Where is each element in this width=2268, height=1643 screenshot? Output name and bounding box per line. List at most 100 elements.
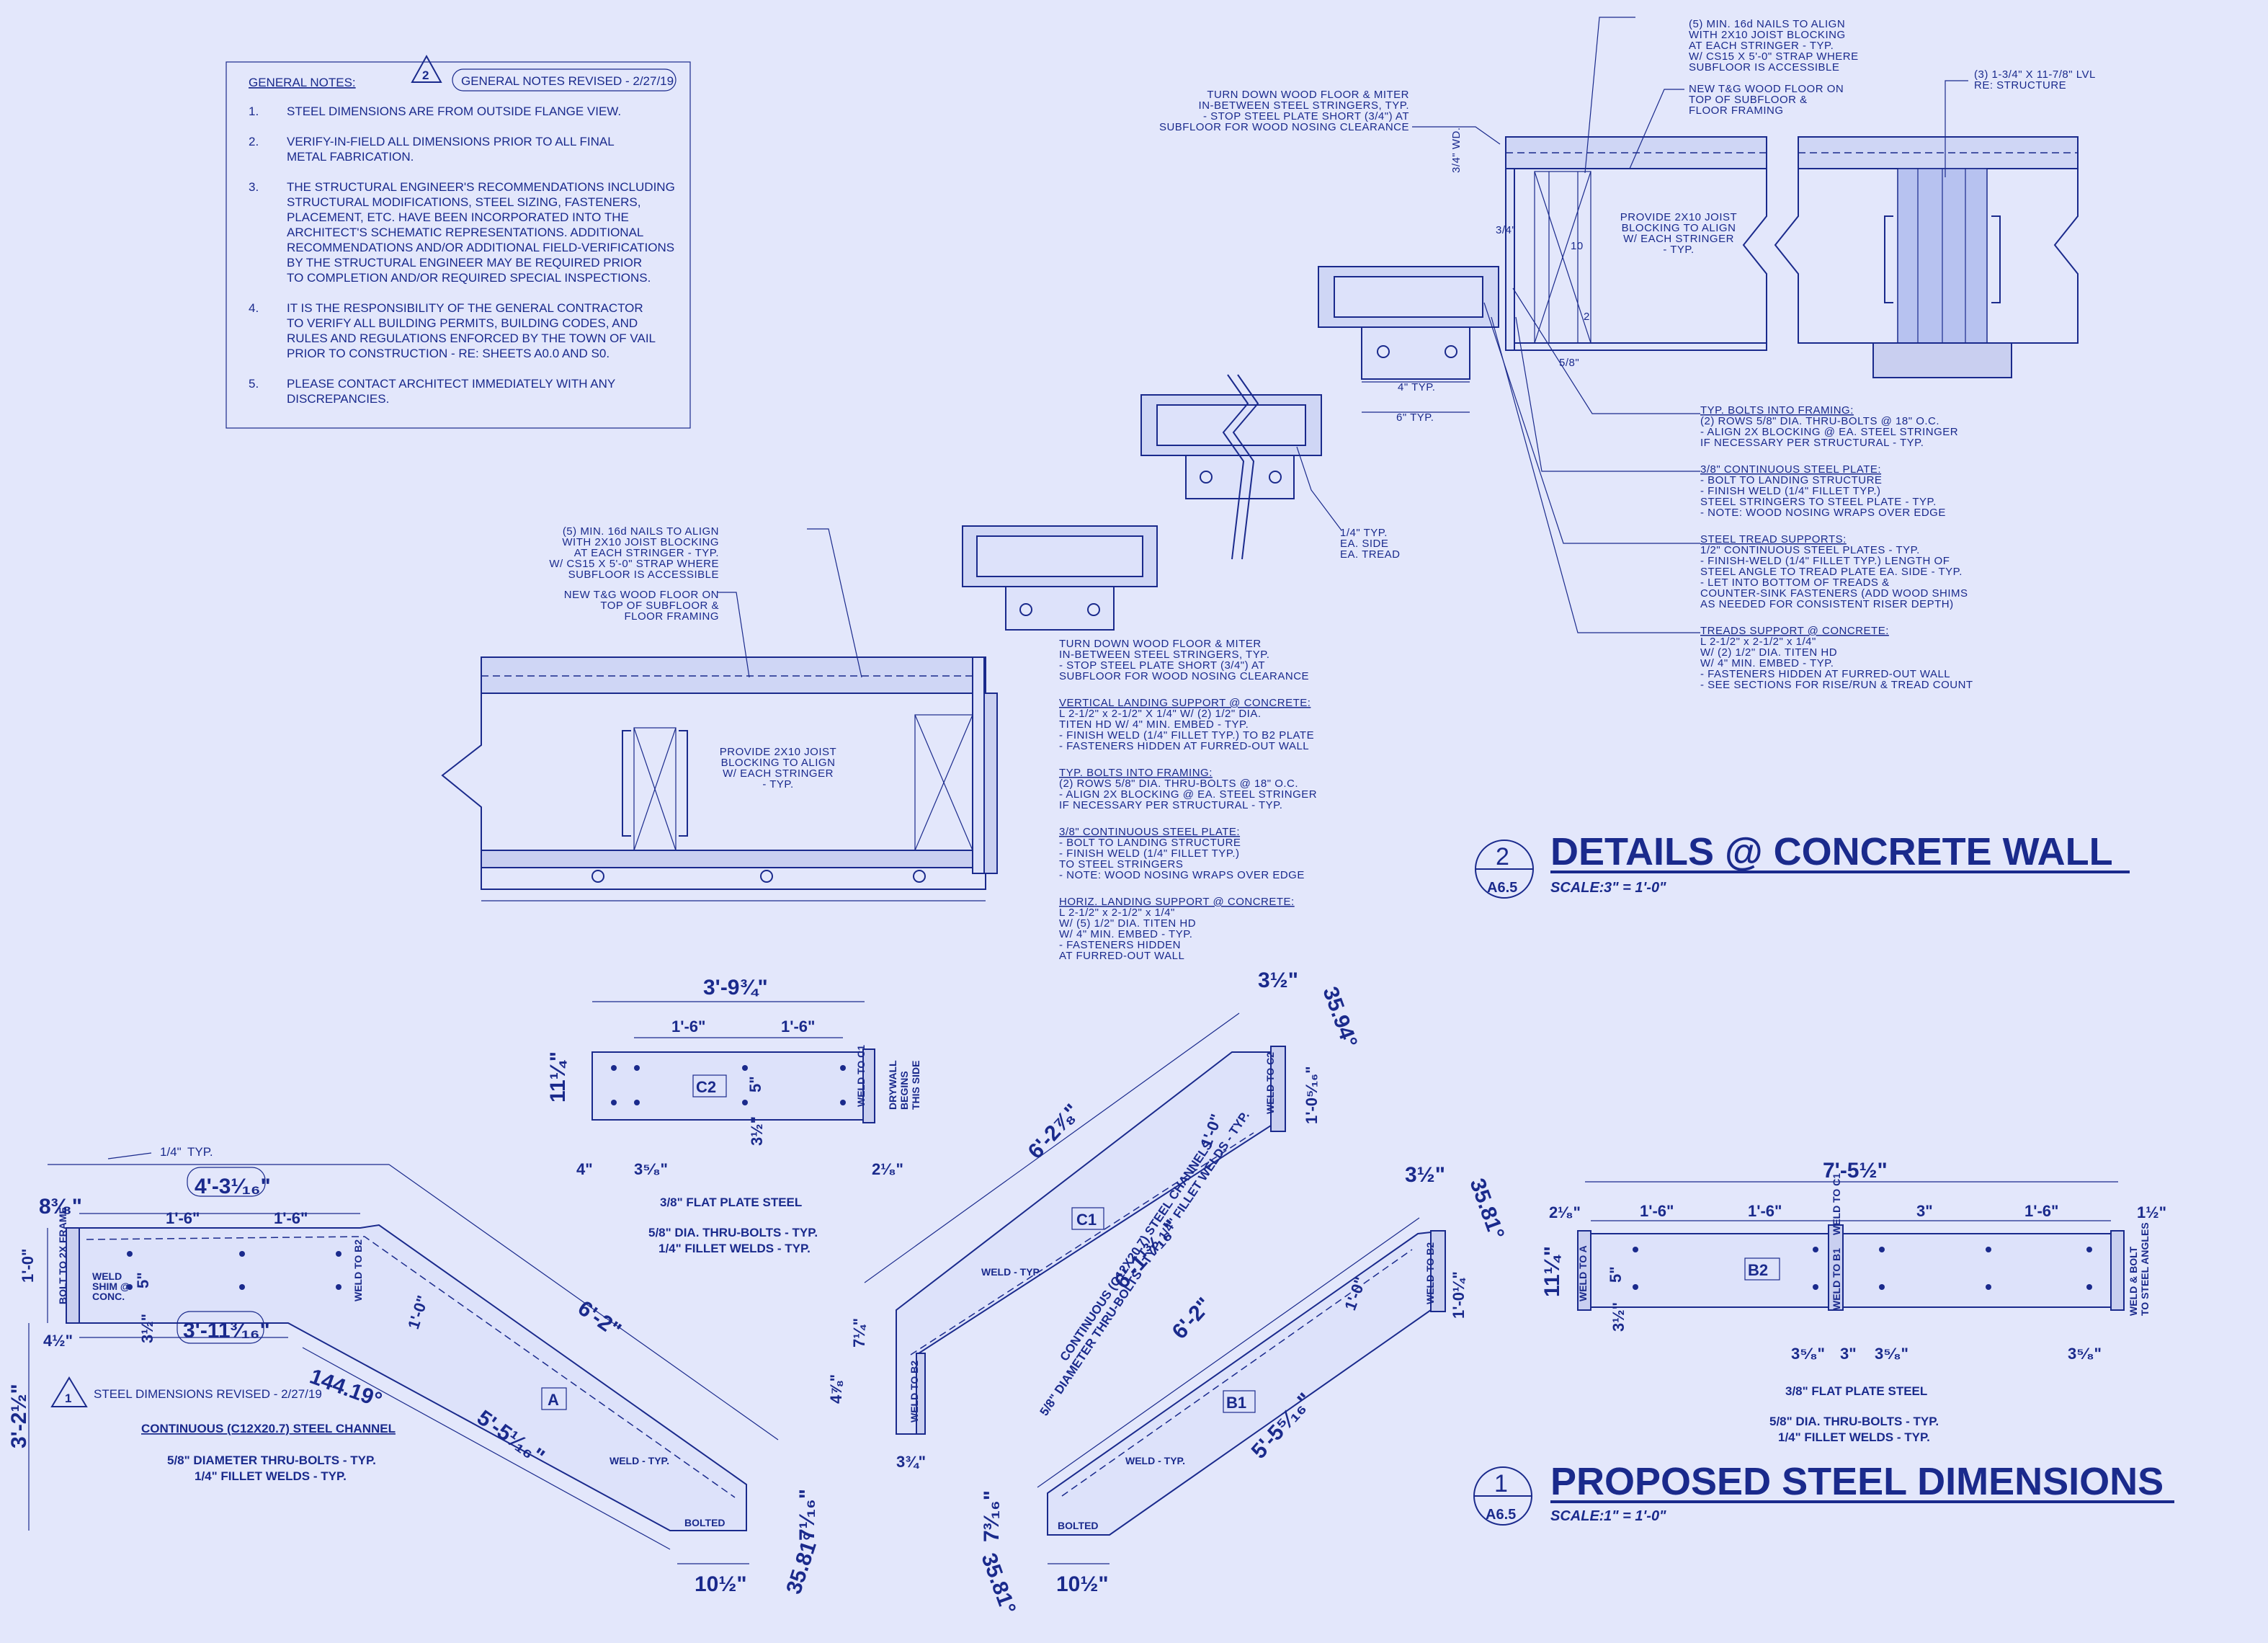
dim-wd: 3/4" WD. — [1450, 127, 1463, 173]
dim-b2-d4: 1'-6" — [2024, 1202, 2058, 1220]
dim-b2-358a: 3⁵⁄₈" — [1791, 1345, 1825, 1363]
general-note-line: DISCREPANCIES. — [287, 392, 389, 406]
note-mid-right-line: TO STEEL STRINGERS — [1059, 858, 1183, 871]
steel-piece-a: A 4'-3¹⁄₁₆" 8³⁄₈" 1'-6" 1'-6" 1'-0" 4½" … — [7, 1145, 824, 1597]
steel-piece-b2: B2 7'-5½" 2¹⁄₈" 1½" 1'-6" 1'-6" 3" 1'-6"… — [1540, 1159, 2166, 1444]
label-b1-weld-typ: WELD - TYP. — [1125, 1455, 1185, 1466]
dim-a-3-11: 3'-11³⁄₁₆" — [183, 1319, 270, 1343]
note-mid-right-line: - ALIGN 2X BLOCKING @ EA. STEEL STRINGER — [1059, 788, 1317, 801]
note-right-line: - BOLT TO LANDING STRUCTURE — [1700, 474, 1882, 486]
label-a-welds: 1/4" FILLET WELDS - TYP. — [195, 1469, 347, 1483]
dim-b2-5: 5" — [1607, 1266, 1625, 1283]
dim-10: 10 — [1571, 240, 1584, 252]
note-miter-line: TURN DOWN WOOD FLOOR & MITER — [1207, 89, 1409, 101]
dim-b1-10h: 10½" — [1056, 1572, 1109, 1596]
note-mid-right-line: IN-BETWEEN STEEL STRINGERS, TYP. — [1059, 649, 1269, 661]
dim-b2-overall: 7'-5½" — [1823, 1159, 1888, 1183]
label-a-qtr: 1/4" — [160, 1145, 182, 1159]
label-c2-drywall-line: THIS SIDE — [910, 1061, 921, 1110]
dim-b2-358c: 3⁵⁄₈" — [2068, 1345, 2102, 1363]
general-note-line: STEEL DIMENSIONS ARE FROM OUTSIDE FLANGE… — [287, 104, 621, 118]
note-mid-floor-line: TOP OF SUBFLOOR & — [600, 600, 719, 612]
dim-a-3-2: 3'-2½" — [7, 1384, 31, 1448]
general-note-line: RULES AND REGULATIONS ENFORCED BY THE TO… — [287, 331, 656, 345]
label-c2-drywall-line: BEGINS — [898, 1071, 910, 1110]
dim-c1-3h: 3½" — [1258, 969, 1298, 992]
detail2-upper-section: 4" TYP. 6" TYP. 3/4" WD. 3/4" 5/8" 10 2 … — [1140, 17, 2095, 691]
dim-b2-d1: 1'-6" — [1640, 1202, 1674, 1220]
dim-c2-d1: 1'-6" — [671, 1018, 705, 1036]
note-right-line: 1/2" CONTINUOUS STEEL PLATES - TYP. — [1700, 544, 1920, 556]
note-floor-line: TOP OF SUBFLOOR & — [1689, 94, 1808, 106]
angle-a-35: 35.81° — [782, 1530, 823, 1597]
general-note-line: IT IS THE RESPONSIBILITY OF THE GENERAL … — [287, 301, 643, 315]
note-typ-side-line: EA. TREAD — [1340, 548, 1400, 561]
note-nails-line: W/ CS15 X 5'-0" STRAP WHERE — [1689, 50, 1859, 63]
note-blocking-line: - TYP. — [1663, 244, 1694, 256]
label-c1-weld-c2: WELD TO C2 — [1264, 1052, 1276, 1114]
label-c2-weld: WELD TO C1 — [855, 1045, 867, 1107]
note-right-line: - FINISH-WELD (1/4" FILLET TYP.) LENGTH … — [1700, 555, 1950, 567]
revision-delta-number: 2 — [422, 68, 429, 82]
note-right-line: AS NEEDED FOR CONSISTENT RISER DEPTH) — [1700, 598, 1954, 610]
note-right-head: 3/8" CONTINUOUS STEEL PLATE: — [1700, 463, 1881, 476]
dim-b1-1-04: 1'-0¼" — [1450, 1271, 1468, 1319]
note-mid-right-line: TITEN HD W/ 4" MIN. EMBED - TYP. — [1059, 718, 1249, 731]
note-floor-line: NEW T&G WOOD FLOOR ON — [1689, 83, 1844, 95]
general-note-line: PLACEMENT, ETC. HAVE BEEN INCORPORATED I… — [287, 210, 629, 224]
detail2-title: DETAILS @ CONCRETE WALL — [1550, 830, 2113, 873]
detail1-rev-number: 1 — [65, 1392, 71, 1405]
dim-b1-7: 7³⁄₁₆" — [980, 1490, 1004, 1542]
detail2-number: 2 — [1496, 843, 1509, 871]
label-b2-weld-c1: WELD TO C1 — [1831, 1173, 1842, 1235]
note-nails-line: SUBFLOOR IS ACCESSIBLE — [1689, 61, 1839, 74]
note-mid-right-line: - STOP STEEL PLATE SHORT (3/4") AT — [1059, 659, 1265, 672]
note-miter-line: - STOP STEEL PLATE SHORT (3/4") AT — [1203, 110, 1409, 123]
general-note-line: THE STRUCTURAL ENGINEER'S RECOMMENDATION… — [287, 180, 675, 194]
dim-b2-d2: 1'-6" — [1748, 1202, 1782, 1220]
detail1-scale: 1" = 1'-0" — [1604, 1508, 1666, 1524]
note-mid-right-line: SUBFLOOR FOR WOOD NOSING CLEARANCE — [1059, 670, 1309, 682]
note-right-line: - FASTENERS HIDDEN AT FURRED-OUT WALL — [1700, 668, 1950, 680]
dim-a-6-2: 6'-2" — [573, 1296, 625, 1343]
general-notes-frame — [226, 61, 691, 429]
dim-b2-112: 1½" — [2137, 1203, 2166, 1221]
note-right-line: - NOTE: WOOD NOSING WRAPS OVER EDGE — [1700, 507, 1946, 519]
label-c2-drywall-line: DRYWALL — [887, 1060, 898, 1110]
general-notes: GENERAL NOTES: 2 GENERAL NOTES REVISED -… — [226, 54, 691, 429]
note-typ-side-line: EA. SIDE — [1340, 538, 1388, 550]
dim-b2-3: 3" — [1840, 1345, 1857, 1363]
dim-2: 2 — [1584, 311, 1590, 323]
note-right-line: - LET INTO BOTTOM OF TREADS & — [1700, 576, 1890, 589]
note-mid-right-line: L 2-1/2" x 2-1/2" x 1/4" — [1059, 907, 1175, 919]
general-note-number: 5. — [249, 377, 259, 391]
note-right-line: IF NECESSARY PER STRUCTURAL - TYP. — [1700, 437, 1924, 449]
general-note-number: 3. — [249, 180, 259, 194]
label-a-typ: TYP. — [187, 1145, 213, 1159]
note-mid-right-head: VERTICAL LANDING SUPPORT @ CONCRETE: — [1059, 697, 1311, 709]
dim-b1-6-2: 6'-2" — [1168, 1294, 1217, 1344]
tag-b1: B1 — [1226, 1394, 1246, 1412]
note-mid-right-head: HORIZ. LANDING SUPPORT @ CONCRETE: — [1059, 896, 1295, 908]
note-mid-right-line: - FASTENERS HIDDEN — [1059, 939, 1181, 951]
label-b1-bolted: BOLTED — [1058, 1520, 1099, 1531]
note-mid-right-line: AT FURRED-OUT WALL — [1059, 950, 1184, 962]
steel-plate — [1505, 168, 1515, 351]
label-c2-plate: 3/8" FLAT PLATE STEEL — [660, 1195, 802, 1209]
note-mid-right-head: TYP. BOLTS INTO FRAMING: — [1059, 767, 1213, 779]
general-note-line: BY THE STRUCTURAL ENGINEER MAY BE REQUIR… — [287, 256, 642, 270]
note-right-line: STEEL ANGLE TO TREAD PLATE EA. SIDE - TY… — [1700, 566, 1963, 578]
note-right-head: TYP. BOLTS INTO FRAMING: — [1700, 404, 1854, 417]
note-right-line: - ALIGN 2X BLOCKING @ EA. STEEL STRINGER — [1700, 426, 1958, 438]
dim-c2-358: 3⁵⁄₈" — [634, 1160, 668, 1178]
note-right-head: TREADS SUPPORT @ CONCRETE: — [1700, 625, 1889, 637]
label-c2-bolts: 5/8" DIA. THRU-BOLTS - TYP. — [648, 1226, 818, 1239]
dim-c2-218: 2¹⁄₈" — [872, 1160, 903, 1178]
note-mid-right-line: W/ 4" MIN. EMBED - TYP. — [1059, 928, 1192, 940]
note-nails-line: AT EACH STRINGER - TYP. — [1689, 40, 1834, 52]
general-note-line: TO VERIFY ALL BUILDING PERMITS, BUILDING… — [287, 316, 638, 330]
label-b2-welds: 1/4" FILLET WELDS - TYP. — [1778, 1430, 1930, 1444]
